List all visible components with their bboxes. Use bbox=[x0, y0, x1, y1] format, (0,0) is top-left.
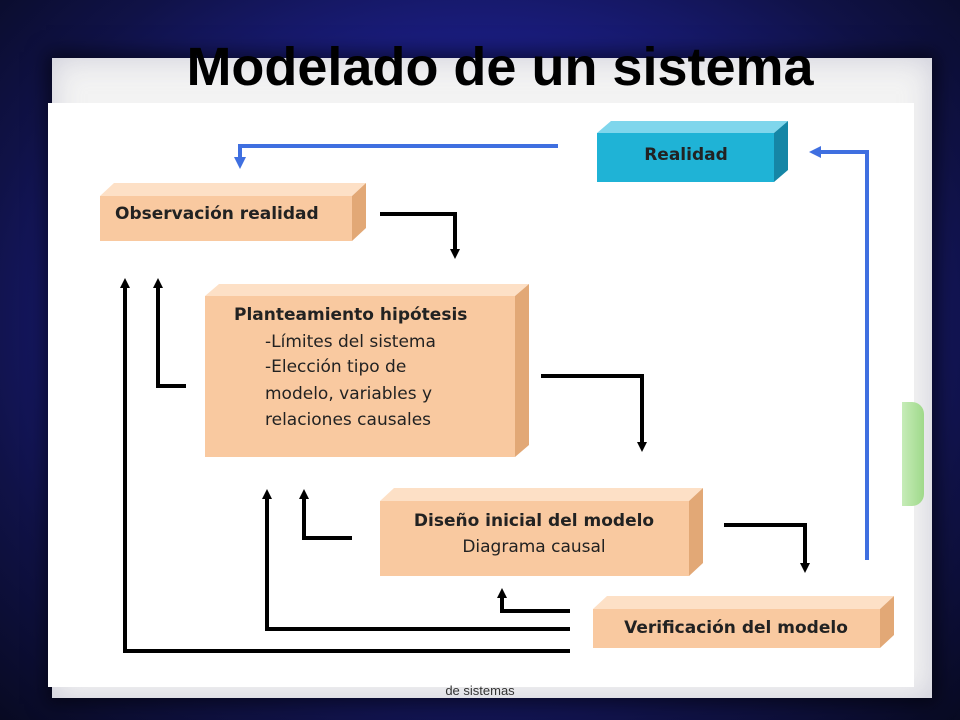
feedback-arrows bbox=[120, 278, 570, 653]
node-verificacion-label: Verificación del modelo bbox=[624, 618, 848, 638]
node-diseno: Diseño inicial del modelo Diagrama causa… bbox=[380, 488, 703, 576]
feedback-diseno-to-hipotesis bbox=[299, 489, 352, 540]
feedback-verificacion-to-hipotesis bbox=[262, 489, 570, 631]
feedback-hipotesis-to-observacion bbox=[153, 278, 186, 388]
decorative-green-shape bbox=[902, 402, 924, 506]
slide-footer: de sistemas bbox=[445, 683, 515, 698]
node-hipotesis-line-3: modelo, variables y bbox=[265, 384, 432, 404]
arrow-observacion-to-hipotesis bbox=[380, 212, 460, 259]
node-hipotesis-label: Planteamiento hipótesis bbox=[234, 305, 467, 325]
feedback-verificacion-to-diseno bbox=[497, 588, 570, 613]
arrow-realidad-to-observacion bbox=[234, 144, 558, 169]
node-observacion: Observación realidad bbox=[100, 183, 366, 241]
node-hipotesis-line-2: -Elección tipo de bbox=[265, 357, 406, 377]
reality-arrows bbox=[234, 144, 869, 560]
node-diseno-line-1: Diagrama causal bbox=[462, 537, 605, 557]
slide-title: Modelado de un sistema bbox=[186, 37, 814, 97]
node-hipotesis: Planteamiento hipótesis -Límites del sis… bbox=[205, 284, 529, 457]
feedback-verificacion-to-observacion bbox=[120, 278, 570, 653]
node-verificacion: Verificación del modelo bbox=[593, 596, 894, 648]
node-realidad-label: Realidad bbox=[644, 145, 728, 165]
node-realidad: Realidad bbox=[597, 121, 788, 182]
node-hipotesis-line-4: relaciones causales bbox=[265, 410, 431, 430]
node-diseno-label: Diseño inicial del modelo bbox=[414, 511, 654, 531]
arrow-diseno-to-verificacion bbox=[724, 523, 810, 573]
node-observacion-label: Observación realidad bbox=[115, 204, 319, 224]
arrow-hipotesis-to-diseno bbox=[541, 374, 647, 452]
forward-arrows bbox=[380, 212, 810, 573]
node-hipotesis-line-1: -Límites del sistema bbox=[265, 332, 436, 352]
arrow-verificacion-to-realidad bbox=[809, 146, 869, 560]
